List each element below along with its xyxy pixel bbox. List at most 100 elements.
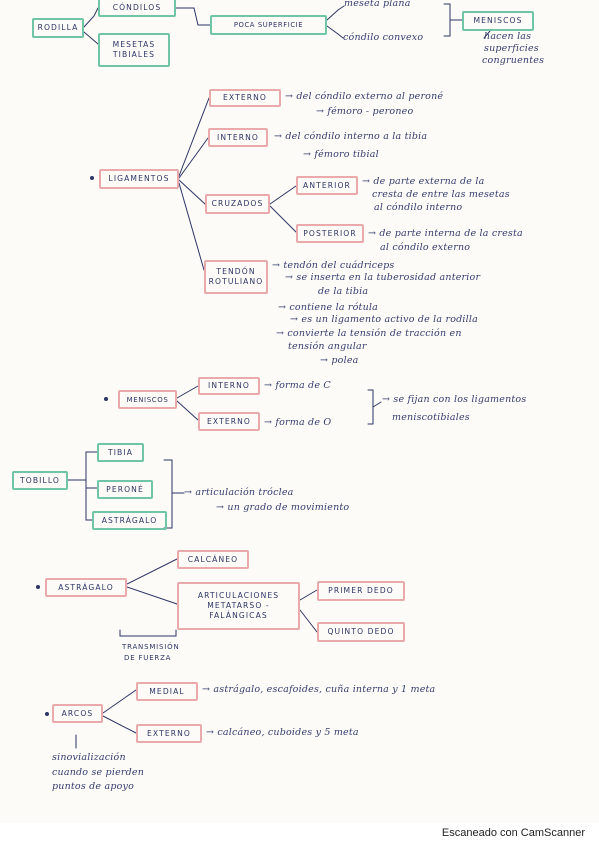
box-primer-dedo: PRIMER DEDO — [317, 581, 405, 601]
label-cruzados: CRUZADOS — [211, 199, 264, 208]
note-puntos-apoyo: puntos de apoyo — [52, 781, 135, 792]
note-meniscos-3: congruentes — [482, 55, 545, 66]
note-anterior-3: al cóndilo interno — [374, 202, 463, 213]
scanner-footer: Escaneado con CamScanner — [0, 823, 599, 848]
note-meseta-plana: meseta plana — [344, 0, 411, 9]
box-meniscos-section: MENISCOS — [118, 390, 177, 409]
connector-men-externo — [176, 400, 199, 421]
connector-meniscos-fijan — [372, 401, 382, 408]
note-anterior-1: → de parte externa de la — [362, 176, 485, 187]
note-tendon-1: → tendón del cuádriceps — [272, 260, 395, 271]
label-tobillo: TOBILLO — [20, 475, 60, 485]
note-posterior-2: al cóndilo externo — [380, 242, 471, 253]
note-externo-2: → fémoro - peroneo — [316, 106, 414, 117]
connector-poca-plana — [326, 5, 345, 21]
label-anterior: ANTERIOR — [303, 180, 351, 190]
label-externo: EXTERNO — [223, 93, 267, 102]
connector-lig-tendon — [178, 182, 205, 271]
label-arcos-externo: EXTERNO — [147, 728, 191, 738]
label-men-externo: EXTERNO — [207, 416, 251, 426]
note-transmision-1: TRANSMISIÓN — [122, 643, 180, 651]
box-arcos-externo: EXTERNO — [136, 724, 202, 743]
note-interno-1: → del cóndilo interno a la tibia — [274, 131, 428, 142]
connector-bracket-rodilla — [443, 3, 451, 37]
scanner-watermark: Escaneado con CamScanner — [441, 827, 585, 839]
label-rodilla: RODILLA — [37, 23, 79, 32]
label-articulaciones-2: METATARSO - — [207, 601, 270, 610]
label-condilos: CÓNDILOS — [112, 2, 162, 12]
box-cruzados: CRUZADOS — [205, 194, 270, 214]
label-quinto-dedo: QUINTO DEDO — [327, 627, 395, 636]
label-articulaciones-1: ARTICULACIONES — [197, 591, 280, 600]
box-posterior: POSTERIOR — [296, 224, 364, 243]
connector-men-interno — [176, 385, 199, 399]
note-fijan-2: meniscotibiales — [392, 412, 470, 423]
label-rotuliano: ROTULIANO — [208, 277, 264, 286]
box-condilos: CÓNDILOS — [98, 0, 176, 17]
connector-lig-interno — [178, 137, 209, 179]
connector-condilos-poca — [175, 7, 211, 26]
box-medial: MEDIAL — [136, 682, 198, 701]
note-transmision-2: DE FUERZA — [124, 654, 172, 662]
note-tendon-6: → convierte la tensión de tracción en — [276, 328, 462, 339]
bullet-astragalo — [36, 585, 40, 589]
connector-ast-calcaneo — [126, 558, 178, 585]
box-meniscos-rodilla: MENISCOS — [462, 11, 534, 31]
box-men-interno: INTERNO — [198, 377, 260, 395]
box-ligamentos: LIGAMENTOS — [99, 169, 179, 189]
note-tendon-3: de la tibia — [318, 286, 369, 297]
note-tendon-4: → contiene la rótula — [278, 302, 378, 313]
note-meniscos-2: superficies — [484, 43, 539, 54]
label-meniscos-rodilla: MENISCOS — [473, 16, 523, 25]
note-grado-movimiento: → un grado de movimiento — [216, 502, 350, 513]
label-poca-superficie: POCA SUPERFICIE — [233, 21, 304, 29]
connector-bracket-tobillo — [163, 459, 173, 529]
note-medial: → astrágalo, escafoides, cuña interna y … — [202, 684, 436, 695]
connector-rodilla-condilos — [83, 7, 99, 28]
note-externo-1: → del cóndilo externo al peroné — [285, 91, 444, 102]
note-arcos-externo: → calcáneo, cuboides y 5 meta — [206, 727, 359, 738]
label-articulaciones-3: FALÁNGICAS — [209, 611, 268, 620]
box-men-externo: EXTERNO — [198, 412, 260, 431]
box-anterior: ANTERIOR — [296, 176, 358, 195]
label-meniscos-section: MENISCOS — [126, 395, 169, 404]
box-tobillo: TOBILLO — [12, 471, 68, 490]
connector-art-primer — [299, 589, 318, 601]
bullet-meniscos — [104, 397, 108, 401]
label-men-interno: INTERNO — [208, 381, 250, 390]
box-arcos: ARCOS — [52, 704, 103, 723]
label-astragalo-section: ASTRÁGALO — [58, 582, 114, 592]
connector-lig-cruzados — [178, 179, 206, 205]
connector-meniscos-note — [483, 30, 491, 39]
connector-cruzados-anterior — [269, 185, 297, 205]
connector-tob-tibia — [67, 451, 98, 481]
note-tendon-8: → polea — [320, 355, 359, 366]
note-troclea: → articulación tróclea — [184, 487, 294, 498]
box-perone: PERONÉ — [97, 480, 153, 499]
connector-cruzados-posterior — [269, 205, 297, 233]
box-externo: EXTERNO — [209, 89, 281, 107]
note-meniscos-1: hacen las — [484, 31, 532, 42]
connector-poca-convexo — [326, 25, 344, 39]
box-astragalo-section: ASTRÁGALO — [45, 578, 127, 597]
bullet-arcos — [45, 712, 49, 716]
label-medial: MEDIAL — [149, 686, 185, 696]
label-calcaneo: CALCÁNEO — [187, 554, 239, 564]
connector-transmision-bracket — [119, 629, 177, 637]
box-interno: INTERNO — [208, 128, 268, 147]
box-rodilla: RODILLA — [32, 18, 84, 38]
scanned-notes-page: RODILLA CÓNDILOS MESETAS TIBIALES POCA S… — [12, 0, 545, 792]
connector-arcos-externo — [102, 715, 137, 734]
label-interno: INTERNO — [217, 132, 259, 142]
connector-arcos-medial — [102, 689, 137, 714]
box-calcaneo: CALCÁNEO — [177, 550, 249, 569]
label-perone: PERONÉ — [106, 484, 144, 494]
label-primer-dedo: PRIMER DEDO — [328, 586, 394, 595]
label-ligamentos: LIGAMENTOS — [108, 174, 170, 183]
note-forma-c: → forma de C — [264, 380, 331, 391]
connector-ast-articulaciones — [126, 586, 178, 605]
label-tibiales: TIBIALES — [112, 50, 156, 59]
label-tendon: TENDÓN — [216, 267, 256, 276]
bullet-ligamentos — [90, 176, 94, 180]
connector-lig-externo — [178, 97, 210, 177]
